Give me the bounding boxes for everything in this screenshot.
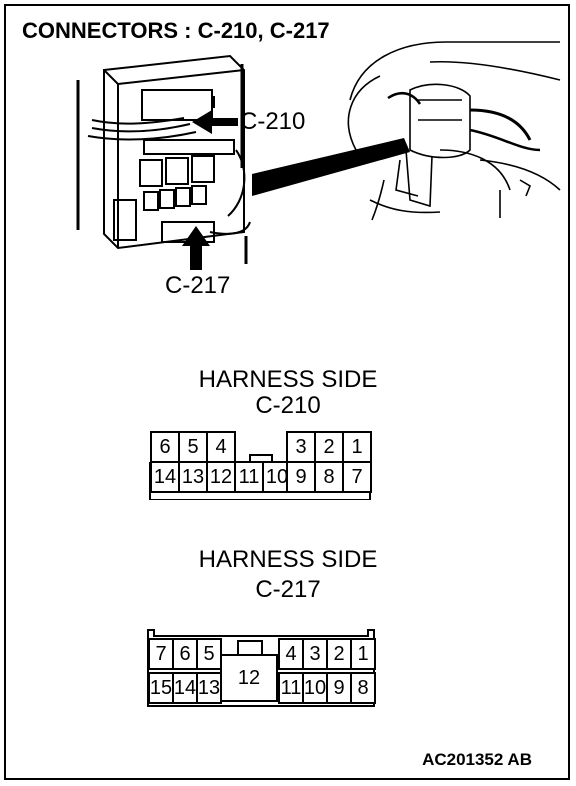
c217-pin-3: 3 bbox=[302, 638, 328, 670]
c217-pin-15: 15 bbox=[148, 672, 174, 704]
c217-name: C-217 bbox=[255, 576, 321, 603]
c217-pin-7: 7 bbox=[148, 638, 174, 670]
c217-pin-12: 12 bbox=[220, 654, 278, 702]
c210-pin-7: 7 bbox=[342, 461, 372, 493]
c217-callout-label: C-217 bbox=[165, 272, 231, 299]
c217-pin-9: 9 bbox=[326, 672, 352, 704]
c217-pin-1: 1 bbox=[350, 638, 376, 670]
c210-pin-1: 1 bbox=[342, 431, 372, 463]
c217-pin-10: 10 bbox=[302, 672, 328, 704]
location-pointer bbox=[252, 138, 410, 196]
c217-pin-8: 8 bbox=[350, 672, 376, 704]
c217-pin-13: 13 bbox=[196, 672, 222, 704]
c217-pin-11: 11 bbox=[278, 672, 304, 704]
c210-name: C-210 bbox=[255, 392, 321, 419]
c217-heading: HARNESS SIDE bbox=[198, 546, 378, 573]
c210-pin-5: 5 bbox=[178, 431, 208, 463]
c217-pin-4: 4 bbox=[278, 638, 304, 670]
c217-callout-arrow bbox=[182, 226, 210, 270]
connector-location-illustration bbox=[76, 41, 561, 270]
c210-callout-arrow bbox=[192, 110, 238, 134]
c210-heading: HARNESS SIDE bbox=[198, 366, 378, 393]
dashboard-drawing bbox=[347, 41, 561, 221]
figure-id: AC201352 AB bbox=[422, 750, 532, 769]
c210-callout-label: C-210 bbox=[240, 108, 306, 135]
c217-pin-6: 6 bbox=[172, 638, 198, 670]
c210-pin-11: 11 bbox=[234, 461, 264, 493]
page-title: CONNECTORS : C-210, C-217 bbox=[22, 18, 330, 43]
c217-housing bbox=[147, 629, 375, 707]
diagram-frame bbox=[4, 4, 570, 780]
c210-pin-14: 14 bbox=[150, 461, 180, 493]
c217-pin-2: 2 bbox=[326, 638, 352, 670]
c217-pin-14: 14 bbox=[172, 672, 198, 704]
c217-pin-5: 5 bbox=[196, 638, 222, 670]
junction-block-drawing bbox=[76, 54, 251, 264]
